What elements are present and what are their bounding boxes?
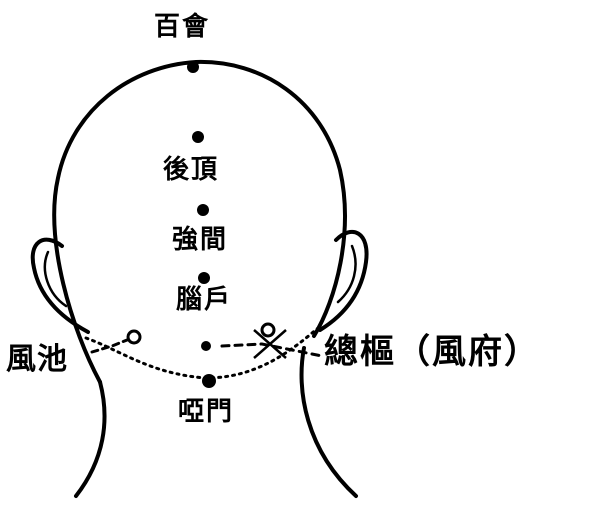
point-fengchi-right bbox=[260, 322, 276, 338]
point-houding bbox=[192, 131, 204, 143]
point-fengchi-left bbox=[126, 329, 142, 345]
label-naohu: 腦戶 bbox=[176, 285, 233, 315]
point-naohu bbox=[198, 272, 210, 284]
right-ear-inner bbox=[336, 244, 357, 304]
head-outline bbox=[52, 59, 347, 384]
label-qiangjian: 強間 bbox=[172, 225, 229, 255]
label-zongshu: 總樞（風府） bbox=[324, 332, 540, 372]
zongshu-leader bbox=[220, 342, 324, 358]
right-ear bbox=[318, 229, 369, 332]
left-ear bbox=[30, 237, 90, 334]
neck-right bbox=[299, 346, 358, 498]
label-fengchi: 風池 bbox=[6, 342, 68, 377]
zongshu-leader-mark bbox=[253, 329, 287, 359]
fengchi-leader bbox=[90, 336, 134, 354]
label-houding: 後頂 bbox=[163, 155, 220, 185]
label-baihui: 百會 bbox=[154, 12, 211, 42]
left-ear-inner bbox=[43, 250, 68, 308]
hairline-curve bbox=[84, 326, 320, 380]
point-baihui bbox=[187, 61, 199, 73]
neck-left bbox=[74, 380, 107, 498]
point-yamen bbox=[202, 374, 216, 388]
point-qiangjian bbox=[197, 204, 209, 216]
point-fengfu bbox=[201, 341, 211, 351]
label-yamen: 啞門 bbox=[178, 397, 235, 427]
